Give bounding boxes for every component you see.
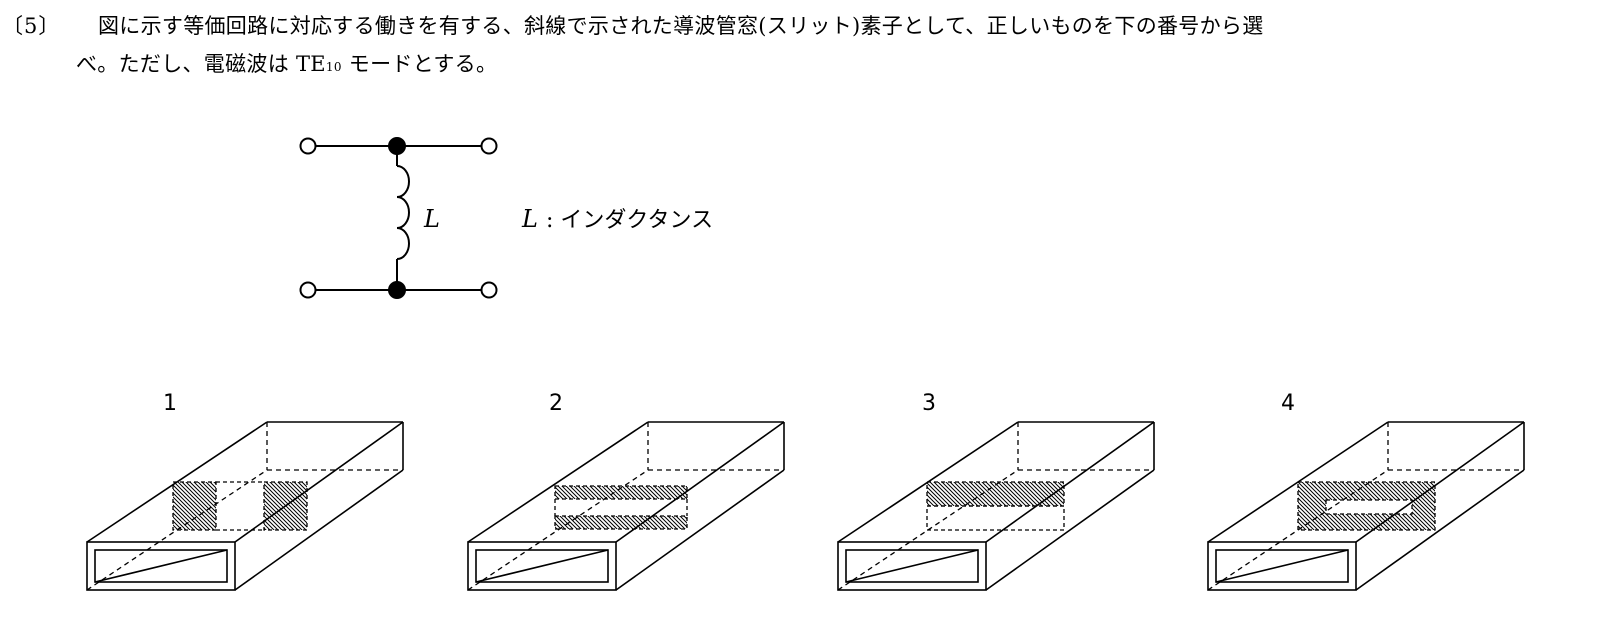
inductor-symbol: L	[423, 205, 440, 233]
option-2-slit-bottom	[554, 515, 688, 530]
question-text-line2-after: モードとする。	[341, 52, 498, 76]
legend-text: : インダクタンス	[546, 208, 713, 233]
question-text-line2: べ。ただし、電磁波は TE10 モードとする。	[76, 48, 497, 78]
option-2-label: 2	[549, 391, 563, 416]
option-4-label: 4	[1281, 391, 1295, 416]
question-text-line1: 図に示す等価回路に対応する働きを有する、斜線で示された導波管窓(スリット)素子と…	[98, 14, 1264, 38]
inductor-coil	[396, 165, 410, 260]
option-1-slit-right	[263, 481, 308, 531]
option-1-slit-left	[172, 481, 217, 531]
waveguide-option-1: 1	[86, 391, 404, 591]
question-text-line2-before: べ。ただし、電磁波は	[76, 52, 296, 76]
mode-subscript: 10	[325, 60, 342, 74]
option-3-slit	[926, 481, 1065, 507]
equivalent-circuit	[299, 137, 498, 299]
waveguide-option-2: 2	[467, 391, 785, 591]
waveguide-option-3: 3	[837, 391, 1155, 591]
option-1-label: 1	[163, 391, 177, 416]
mode-base: TE	[295, 52, 326, 76]
legend-symbol: L	[521, 205, 538, 233]
option-2-slit-top	[554, 485, 688, 500]
waveguide-option-4: 4	[1207, 391, 1525, 591]
option-4-slit-ring	[1297, 481, 1436, 531]
question-number: 〔5〕	[2, 14, 61, 38]
option-3-label: 3	[922, 391, 936, 416]
